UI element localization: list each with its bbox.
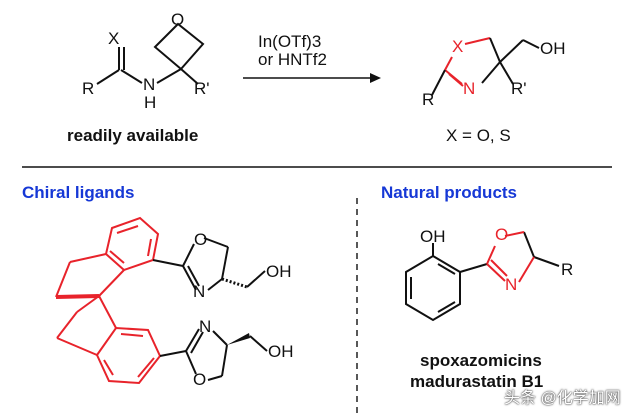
reactant-r-group: R <box>82 79 95 98</box>
ligand-oh-bottom: OH <box>268 342 294 361</box>
watermark: 头条 @化学加网 <box>504 390 621 407</box>
ligand-n-top: N <box>193 282 206 301</box>
product-oh-group: OH <box>540 39 566 58</box>
product-r-group: R <box>422 90 435 109</box>
product-caption: X = O, S <box>446 126 511 145</box>
np-n-atom: N <box>505 275 518 294</box>
reactant-structure <box>96 22 205 85</box>
reactant-rprime-group: R' <box>194 79 210 98</box>
natural-products-heading: Natural products <box>381 183 518 202</box>
product-structure <box>431 37 540 96</box>
ligand-o-top: O <box>194 230 208 249</box>
np-name-1: spoxazomicins <box>420 351 542 370</box>
reaction-arrow <box>243 73 381 83</box>
ligand-o-bottom: O <box>193 370 207 389</box>
reactant-x-atom: X <box>108 29 120 48</box>
natural-product-structure <box>405 231 560 322</box>
product-rprime-group: R' <box>511 79 527 98</box>
condition-line-1: In(OTf)3 <box>258 32 322 51</box>
chiral-ligand-structure <box>55 216 268 385</box>
np-name-2: madurastatin B1 <box>410 372 544 391</box>
ligand-n-bottom: N <box>199 317 212 336</box>
reactant-n-atom: N <box>143 75 156 94</box>
product-x-atom: X <box>452 37 464 56</box>
condition-line-2: or HNTf2 <box>258 50 327 69</box>
reactant-caption: readily available <box>67 126 199 145</box>
reactant-o-atom: O <box>171 10 185 29</box>
reactant-h-atom: H <box>144 93 157 112</box>
chiral-ligands-heading: Chiral ligands <box>22 183 135 202</box>
product-n-atom: N <box>463 79 476 98</box>
np-r-group: R <box>561 260 574 279</box>
np-oh-group: OH <box>420 227 446 246</box>
np-o-atom: O <box>495 225 509 244</box>
ligand-oh-top: OH <box>266 262 292 281</box>
